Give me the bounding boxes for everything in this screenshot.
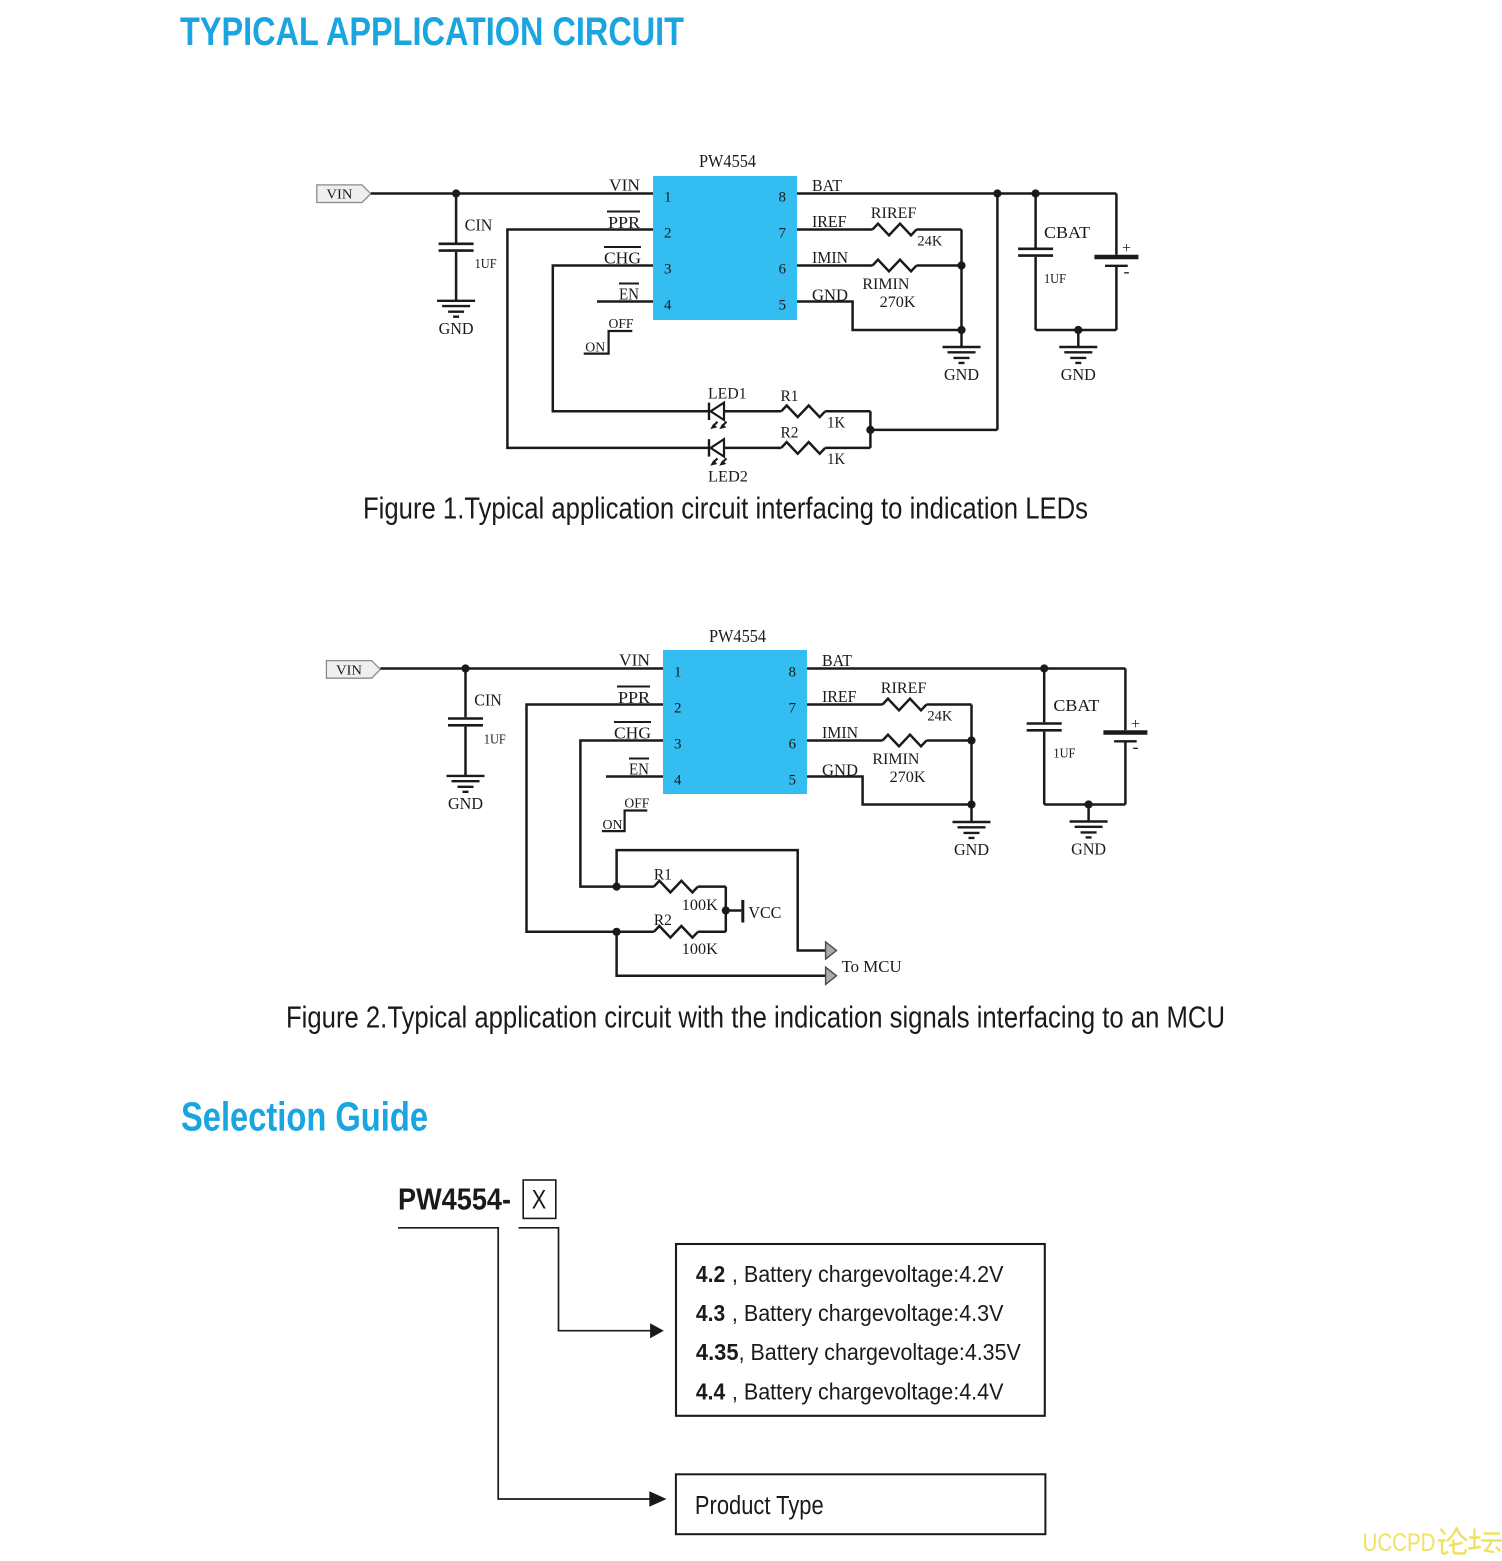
svg-text:, Battery chargevoltage:4.2V: , Battery chargevoltage:4.2V xyxy=(732,1261,1004,1287)
svg-text:VIN: VIN xyxy=(619,651,650,670)
svg-text:CHG: CHG xyxy=(604,249,641,268)
svg-text:IREF: IREF xyxy=(812,212,847,231)
svg-text:1K: 1K xyxy=(827,414,845,431)
svg-text:R2: R2 xyxy=(781,424,799,441)
svg-text:4: 4 xyxy=(664,298,672,314)
svg-text:-: - xyxy=(1124,261,1130,281)
svg-text:ON: ON xyxy=(585,340,605,355)
svg-text:Figure 1.Typical application c: Figure 1.Typical application circuit int… xyxy=(363,490,1088,525)
svg-text:270K: 270K xyxy=(890,769,926,786)
svg-text:IMIN: IMIN xyxy=(822,723,858,742)
svg-text:ON: ON xyxy=(603,818,623,833)
svg-text:2: 2 xyxy=(674,701,682,717)
svg-text:Figure 2.Typical application c: Figure 2.Typical application circuit wit… xyxy=(286,1000,1225,1035)
svg-text:EN: EN xyxy=(629,760,649,779)
svg-text:CHG: CHG xyxy=(614,724,651,743)
svg-text:8: 8 xyxy=(789,665,797,681)
svg-text:RIMIN: RIMIN xyxy=(862,276,909,293)
svg-text:1: 1 xyxy=(674,665,682,681)
svg-text:R1: R1 xyxy=(654,867,672,884)
svg-text:100K: 100K xyxy=(682,941,718,958)
svg-text:8: 8 xyxy=(779,190,787,206)
svg-text:4.3: 4.3 xyxy=(696,1300,725,1326)
svg-text:100K: 100K xyxy=(682,897,718,914)
svg-text:TYPICAL APPLICATION CIRCUIT: TYPICAL APPLICATION CIRCUIT xyxy=(180,10,684,54)
svg-text:R2: R2 xyxy=(654,912,672,929)
svg-text:VIN: VIN xyxy=(609,176,640,195)
svg-text:1UF: 1UF xyxy=(1044,272,1066,287)
svg-text:6: 6 xyxy=(779,262,787,278)
svg-text:CBAT: CBAT xyxy=(1044,223,1091,242)
svg-text:4.4: 4.4 xyxy=(696,1378,725,1404)
svg-text:PW4554: PW4554 xyxy=(699,151,756,171)
svg-text:-: - xyxy=(1133,737,1139,757)
svg-text:3: 3 xyxy=(664,262,672,278)
svg-text:CIN: CIN xyxy=(474,691,502,710)
svg-text:RIMIN: RIMIN xyxy=(872,751,919,768)
svg-text:4.2: 4.2 xyxy=(696,1261,725,1287)
svg-text:BAT: BAT xyxy=(812,176,843,195)
svg-text:CBAT: CBAT xyxy=(1053,696,1100,715)
svg-text:+: + xyxy=(1131,716,1140,733)
svg-text:, Battery chargevoltage:4.4V: , Battery chargevoltage:4.4V xyxy=(732,1378,1004,1404)
svg-text:PW4554-: PW4554- xyxy=(398,1183,511,1217)
svg-text:4: 4 xyxy=(674,773,682,789)
svg-text:OFF: OFF xyxy=(624,797,649,812)
svg-text:2: 2 xyxy=(664,226,672,242)
svg-text:CIN: CIN xyxy=(465,216,493,235)
svg-text:PPR: PPR xyxy=(618,688,651,707)
svg-text:X: X xyxy=(532,1185,547,1215)
svg-text:7: 7 xyxy=(779,226,787,242)
svg-text:EN: EN xyxy=(619,285,639,304)
svg-text:, Battery chargevoltage:4.3V: , Battery chargevoltage:4.3V xyxy=(732,1300,1004,1326)
svg-text:1UF: 1UF xyxy=(484,733,506,748)
svg-text:VCC: VCC xyxy=(748,903,781,922)
svg-text:IREF: IREF xyxy=(822,687,857,706)
svg-text:PPR: PPR xyxy=(608,213,641,232)
svg-text:1K: 1K xyxy=(827,451,845,468)
svg-text:UCCPD: UCCPD xyxy=(1363,1529,1436,1556)
svg-text:BAT: BAT xyxy=(822,651,853,670)
svg-text:270K: 270K xyxy=(880,294,916,311)
svg-text:1UF: 1UF xyxy=(1053,747,1075,762)
svg-text:5: 5 xyxy=(789,773,797,789)
svg-text:LED2: LED2 xyxy=(708,468,748,485)
svg-text:5: 5 xyxy=(779,298,787,314)
svg-text:RIREF: RIREF xyxy=(881,680,927,697)
svg-text:1: 1 xyxy=(664,190,672,206)
svg-text:+: + xyxy=(1122,240,1131,257)
svg-text:To MCU: To MCU xyxy=(842,957,902,976)
svg-text:24K: 24K xyxy=(917,233,942,249)
svg-text:LED1: LED1 xyxy=(708,386,747,403)
svg-text:1UF: 1UF xyxy=(475,257,497,272)
svg-text:PW4554: PW4554 xyxy=(709,626,766,646)
svg-text:OFF: OFF xyxy=(609,317,634,332)
svg-text:7: 7 xyxy=(789,701,797,717)
svg-text:GND: GND xyxy=(812,286,848,305)
svg-text:RIREF: RIREF xyxy=(871,205,917,222)
svg-text:IMIN: IMIN xyxy=(812,248,848,267)
svg-text:GND: GND xyxy=(822,761,858,780)
svg-text:6: 6 xyxy=(789,737,797,753)
svg-text:, Battery chargevoltage:4.35V: , Battery chargevoltage:4.35V xyxy=(739,1339,1021,1365)
svg-text:4.35: 4.35 xyxy=(696,1339,739,1365)
svg-text:24K: 24K xyxy=(927,708,952,724)
svg-text:Product Type: Product Type xyxy=(695,1492,824,1520)
svg-text:3: 3 xyxy=(674,737,682,753)
svg-text:R1: R1 xyxy=(781,388,799,405)
svg-text:Selection Guide: Selection Guide xyxy=(181,1094,428,1140)
